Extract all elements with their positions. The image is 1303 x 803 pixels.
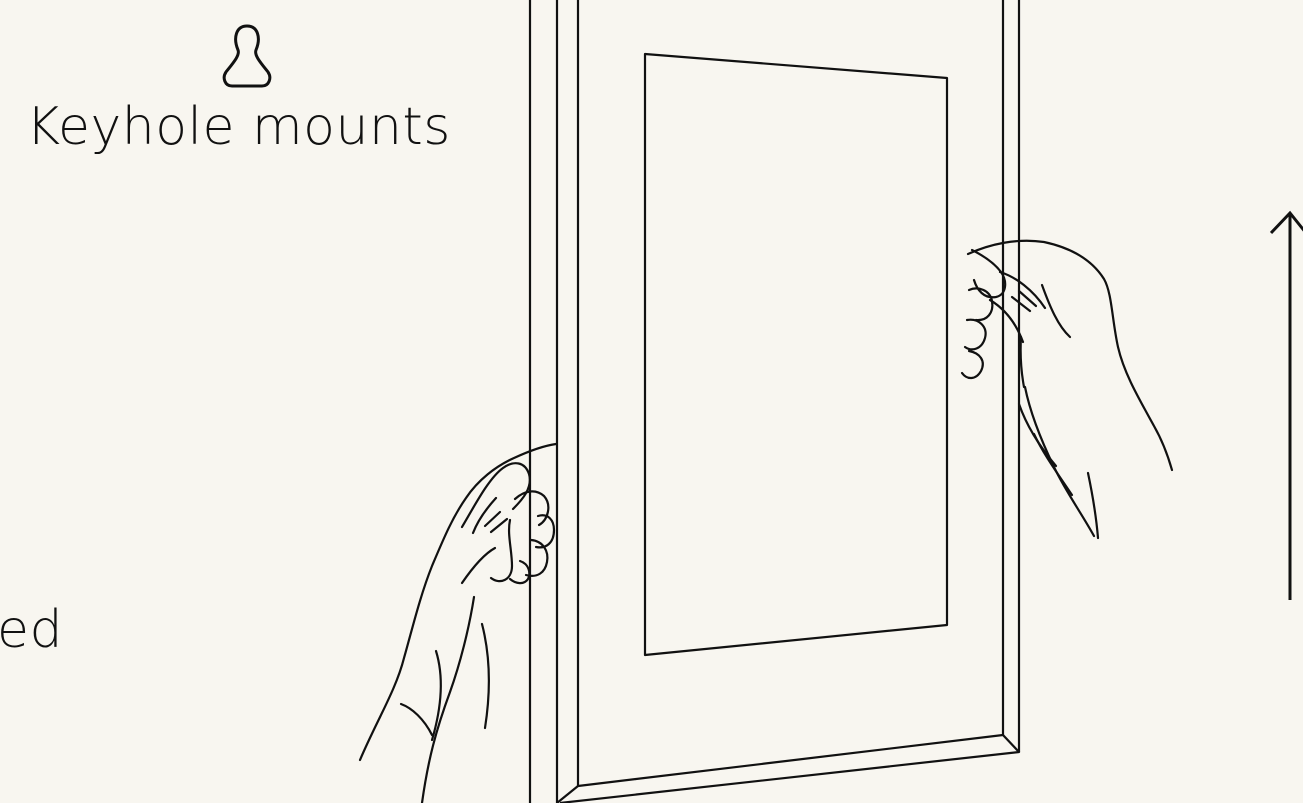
frame-bottom-edge (560, 735, 1019, 803)
left-hand-illustration (360, 444, 556, 803)
picture-mat (645, 54, 947, 655)
right-hand-illustration (962, 241, 1172, 538)
arrow-up-icon (1266, 205, 1303, 605)
